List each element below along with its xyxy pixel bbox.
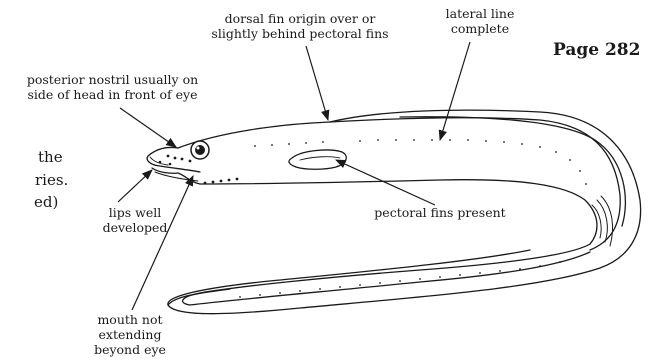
pectoral-fin xyxy=(289,150,346,169)
leader-lateral xyxy=(440,42,470,140)
lateral-line-dots xyxy=(239,139,587,298)
leader-lips xyxy=(118,170,152,202)
eel-tail xyxy=(183,244,590,305)
leader-nostril xyxy=(120,108,176,147)
dorsal-fin-inner xyxy=(400,117,625,226)
leader-mouth xyxy=(132,176,193,310)
eel-body-belly xyxy=(200,180,597,244)
leader-dorsal xyxy=(306,46,328,120)
